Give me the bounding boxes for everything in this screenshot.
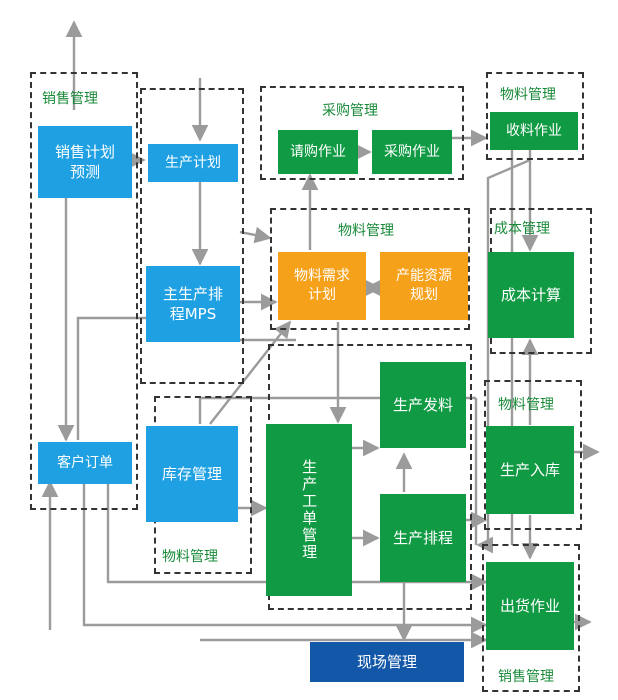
box-customer-order[interactable]: 客户订单 — [38, 442, 132, 484]
zone-material-top-right — [486, 72, 584, 160]
zone-label-sales-top: 销售管理 — [42, 91, 98, 107]
box-purchase-order[interactable]: 采购作业 — [372, 130, 452, 174]
zone-label-material-bottom-left: 物料管理 — [162, 549, 218, 565]
zone-material-mid-right — [484, 380, 582, 530]
box-scheduling[interactable]: 生产排程 — [380, 494, 466, 582]
box-cost-calc[interactable]: 成本计算 — [488, 252, 574, 338]
arrow-order-to-shipping-lower — [82, 484, 488, 634]
box-receiving[interactable]: 收料作业 — [490, 112, 578, 150]
zone-label-material-top-right: 物料管理 — [500, 87, 556, 103]
box-sales-forecast[interactable]: 销售计划 预测 — [38, 126, 132, 198]
arrow-production-plan-to-material-zone — [239, 226, 272, 244]
box-warehousing[interactable]: 生产入库 — [486, 426, 574, 514]
box-shop-floor[interactable]: 现场管理 — [310, 642, 464, 682]
zone-purchasing — [260, 86, 464, 180]
zone-label-purchasing: 采购管理 — [322, 103, 378, 119]
zone-label-material-center: 物料管理 — [338, 223, 394, 239]
zone-sales-top — [30, 72, 138, 510]
box-mps[interactable]: 主生产排 程MPS — [146, 266, 240, 342]
box-work-order[interactable]: 生产工单管理 — [266, 424, 352, 596]
box-mrp[interactable]: 物料需求 计划 — [278, 252, 366, 320]
zone-label-sales-bottom: 销售管理 — [498, 669, 554, 685]
line-mps-to-customer-order — [76, 316, 146, 440]
zone-label-material-mid-right: 物料管理 — [498, 397, 554, 413]
zone-label-cost: 成本管理 — [494, 221, 550, 237]
box-inventory[interactable]: 库存管理 — [146, 426, 238, 522]
zone-sales-bottom — [482, 544, 580, 692]
box-production-plan[interactable]: 生产计划 — [148, 144, 238, 182]
box-purchase-request[interactable]: 请购作业 — [278, 130, 358, 174]
zone-production — [140, 88, 244, 384]
box-material-issue[interactable]: 生产发料 — [380, 362, 466, 448]
zone-material-center — [270, 208, 470, 330]
box-shipping[interactable]: 出货作业 — [486, 562, 574, 650]
box-capacity[interactable]: 产能资源 规划 — [380, 252, 468, 320]
arrow-order-to-shipping — [106, 484, 488, 591]
